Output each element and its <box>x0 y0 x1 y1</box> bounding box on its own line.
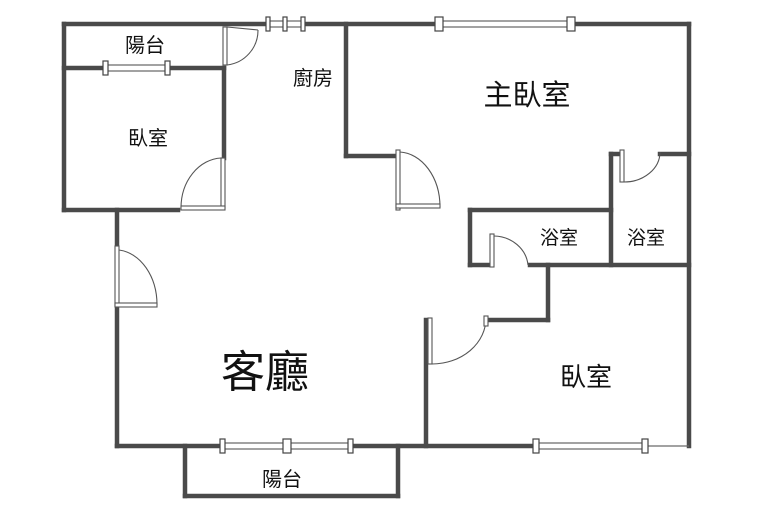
door-master[interactable] <box>395 149 441 211</box>
label-bedroom-right: 臥室 <box>560 363 612 393</box>
label-bathroom-2: 浴室 <box>627 227 665 249</box>
label-balcony-top: 陽台 <box>125 33 165 57</box>
windows <box>102 16 689 454</box>
door-living-left[interactable] <box>114 245 158 308</box>
door-bedroom-right[interactable] <box>427 315 489 365</box>
door-bathroom-1[interactable] <box>489 233 529 268</box>
window-end <box>282 16 288 32</box>
door-bathroom-2[interactable] <box>619 149 661 183</box>
window-end <box>566 16 576 32</box>
window-end <box>434 16 444 32</box>
door-balcony-top[interactable] <box>222 26 259 66</box>
label-bedroom-left: 臥室 <box>128 126 168 150</box>
walls <box>61 21 692 499</box>
label-balcony-bottom: 陽台 <box>262 467 302 491</box>
window-end <box>300 16 306 32</box>
window-end <box>532 438 540 454</box>
door-bedroom-left[interactable] <box>180 157 226 211</box>
room-labels: 陽台 臥室 廚房 主臥室 浴室 浴室 客廳 臥室 陽台 <box>125 33 665 491</box>
window-end <box>347 438 354 454</box>
label-living-room: 客廳 <box>221 347 309 398</box>
window-end <box>219 438 226 454</box>
window-end <box>265 16 271 32</box>
label-kitchen: 廚房 <box>293 66 333 90</box>
window-end <box>164 60 171 76</box>
label-bathroom-1: 浴室 <box>540 227 578 249</box>
window-end <box>641 438 649 454</box>
window-end <box>282 438 292 454</box>
window-end <box>102 60 109 76</box>
doors <box>114 26 661 365</box>
label-master-bedroom: 主臥室 <box>483 78 570 112</box>
